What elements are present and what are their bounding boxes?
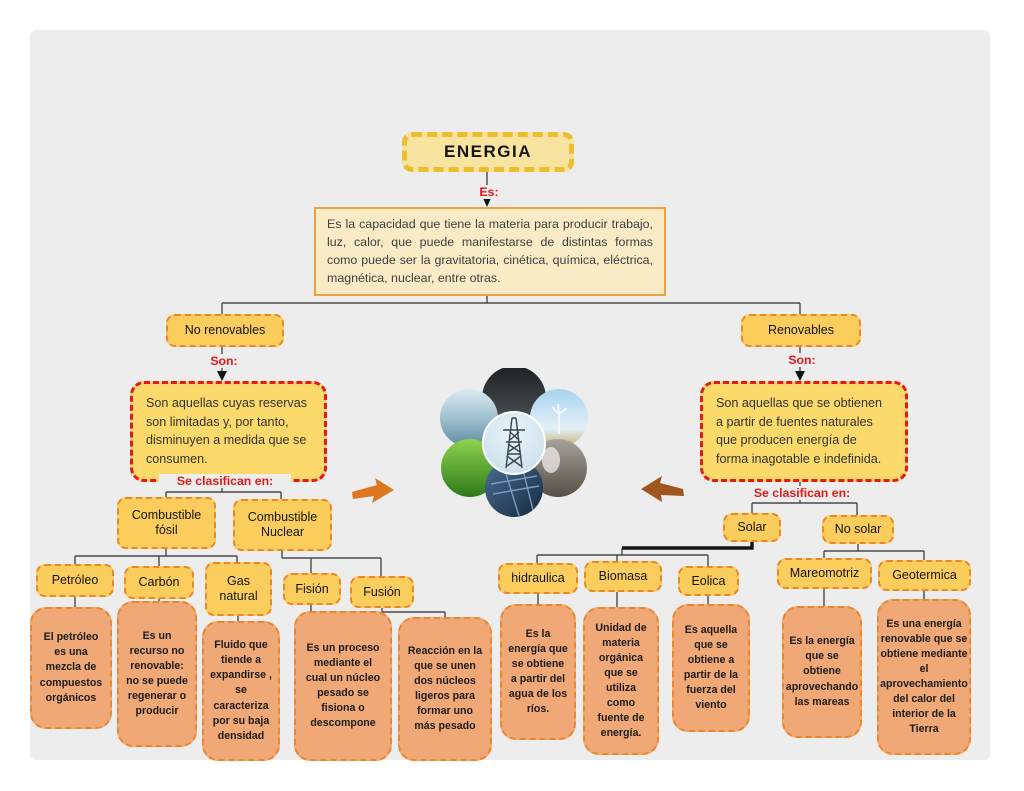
description-petroleo: El petróleo es una mezcla de compuestos … bbox=[30, 607, 112, 729]
node-petroleo: Petróleo bbox=[36, 564, 114, 597]
node-mareomotriz: Mareomotriz bbox=[777, 558, 872, 589]
node-combustible-nuclear: Combustible Nuclear bbox=[233, 499, 332, 551]
waves-photo-circle bbox=[440, 389, 498, 447]
description-carbon: Es un recurso no renovable: no se puede … bbox=[117, 601, 197, 747]
wind-turbine-photo-circle bbox=[530, 389, 588, 447]
node-gas-natural: Gas natural bbox=[205, 562, 272, 616]
solar-panels-photo-circle bbox=[485, 459, 543, 517]
node-solar: Solar bbox=[723, 513, 781, 542]
page-title: ENERGIA bbox=[402, 132, 574, 172]
energy-collage-image bbox=[440, 368, 588, 517]
description-no-renovables: Son aquellas cuyas reservas son limitada… bbox=[130, 381, 327, 482]
node-fision: Fisión bbox=[283, 573, 341, 605]
label-clasifican-left: Se clasifican en: bbox=[159, 474, 291, 488]
node-fusion: Fusión bbox=[350, 576, 414, 608]
node-carbon: Carbón bbox=[124, 566, 194, 599]
label-clasifican-right: Se clasifican en: bbox=[736, 486, 868, 500]
node-hidraulica: hidraulica bbox=[498, 563, 578, 594]
label-son-left: Son: bbox=[197, 354, 251, 368]
oil-photo-circle bbox=[482, 368, 546, 430]
node-eolica: Eolica bbox=[678, 566, 739, 596]
electric-pylon-photo-circle bbox=[482, 411, 546, 475]
description-renovables: Son aquellas que se obtienen a partir de… bbox=[700, 381, 908, 482]
node-no-renovables: No renovables bbox=[166, 314, 284, 347]
node-combustible-fosil: Combustible fósil bbox=[117, 497, 216, 549]
description-eolica: Es aquella que se obtiene a partir de la… bbox=[672, 604, 750, 732]
description-biomasa: Unidad de materia orgánica que se utiliz… bbox=[583, 607, 659, 755]
label-es: Es: bbox=[467, 185, 511, 199]
node-no-solar: No solar bbox=[822, 515, 894, 544]
description-gas-natural: Fluido que tiende a expandirse , se cara… bbox=[202, 621, 280, 761]
description-fusion: Reacción en la que se unen dos núcleos l… bbox=[398, 617, 492, 761]
description-fision: Es un proceso mediante el cual un núcleo… bbox=[294, 611, 392, 761]
label-son-right: Son: bbox=[775, 353, 829, 367]
description-mareomotriz: Es la energía que se obtiene aprovechand… bbox=[782, 606, 862, 738]
node-geotermica: Geotermica bbox=[878, 560, 971, 591]
node-renovables: Renovables bbox=[741, 314, 861, 347]
definition-box: Es la capacidad que tiene la materia par… bbox=[314, 207, 666, 297]
description-geotermica: Es una energía renovable que se obtiene … bbox=[877, 599, 971, 755]
description-hidraulica: Es la energía que se obtiene a partir de… bbox=[500, 604, 576, 740]
node-biomasa: Biomasa bbox=[584, 561, 662, 592]
